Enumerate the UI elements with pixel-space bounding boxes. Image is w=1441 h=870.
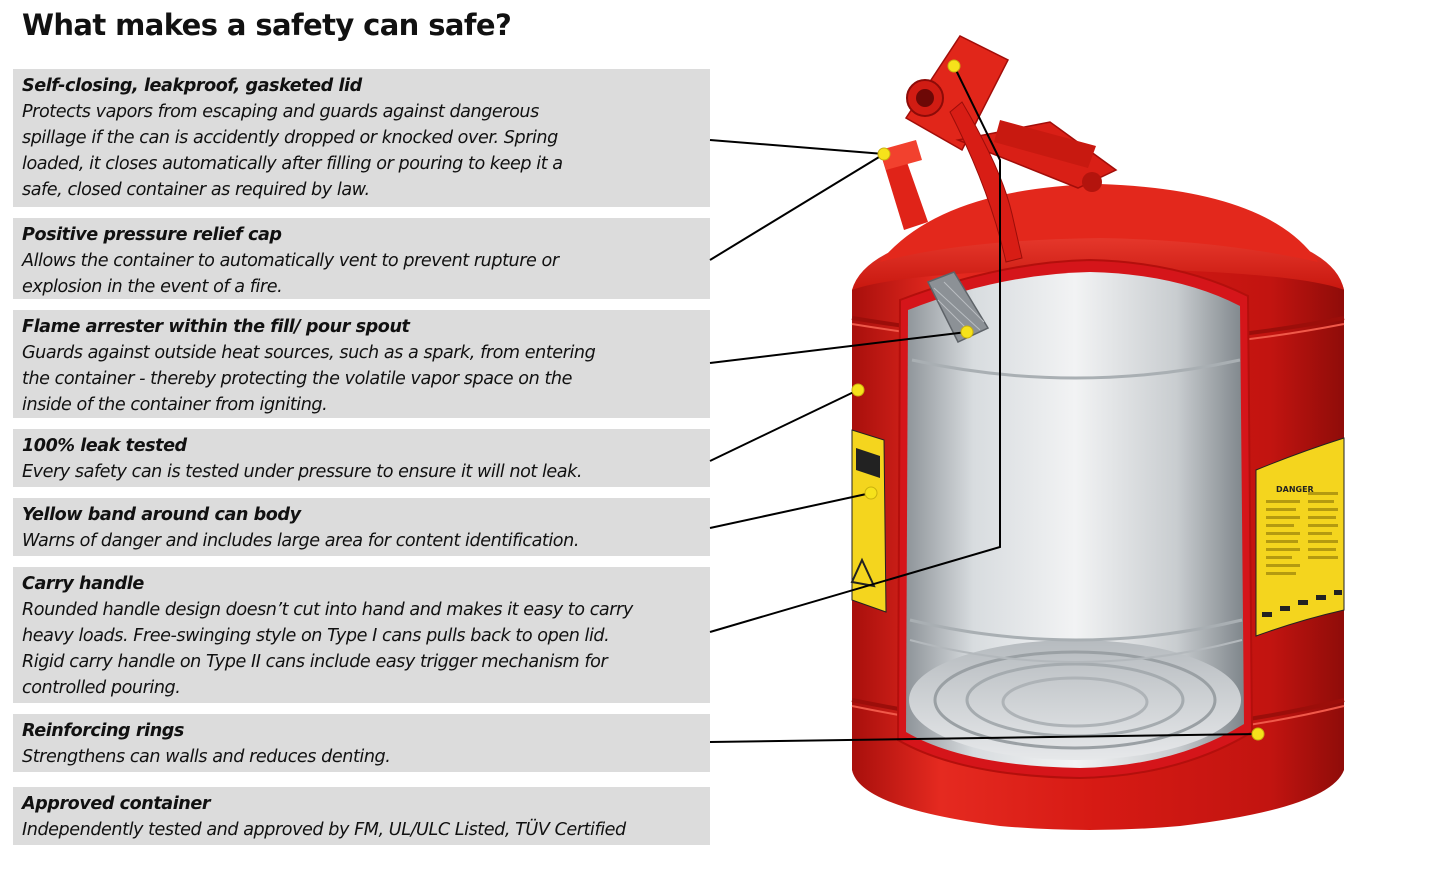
callout-dot-leak-tested xyxy=(851,383,865,397)
feature-yellow-band: Yellow band around can body Warns of dan… xyxy=(13,498,710,556)
leader-line-lid xyxy=(709,139,885,155)
feature-description: Every safety can is tested under pressur… xyxy=(22,462,583,482)
leader-line-leak-tested xyxy=(709,389,859,462)
feature-heading: Carry handle xyxy=(22,574,144,594)
leader-line-carry-handle xyxy=(709,65,1001,633)
callout-dot-lid xyxy=(877,147,891,161)
feature-heading: Reinforcing rings xyxy=(22,721,184,741)
warning-band: DANGER xyxy=(850,429,1345,637)
feature-leak-tested: 100% leak tested Every safety can is tes… xyxy=(13,429,710,487)
feature-description: Protects vapors from escaping and guards… xyxy=(22,102,563,200)
page-title: What makes a safety can safe? xyxy=(22,8,512,42)
feature-heading: 100% leak tested xyxy=(22,436,187,456)
feature-heading: Flame arrester within the fill/ pour spo… xyxy=(22,317,410,337)
feature-description: Independently tested and approved by FM,… xyxy=(22,820,626,840)
feature-approved: Approved container Independently tested … xyxy=(13,787,710,845)
leader-line-reinforcing-rings xyxy=(709,733,1259,743)
feature-heading: Positive pressure relief cap xyxy=(22,225,282,245)
feature-heading: Yellow band around can body xyxy=(22,505,301,525)
callout-dot-flame-arrester xyxy=(960,325,974,339)
spout-and-lid xyxy=(880,35,1118,263)
leader-lines xyxy=(709,65,1259,743)
feature-description: Guards against outside heat sources, suc… xyxy=(22,343,596,415)
feature-relief-cap: Positive pressure relief cap Allows the … xyxy=(13,218,710,299)
feature-description: Warns of danger and includes large area … xyxy=(22,531,579,551)
leader-line-yellow-band xyxy=(709,492,872,529)
feature-description: Allows the container to automatically ve… xyxy=(22,251,559,297)
callout-dot-handle xyxy=(947,59,961,73)
warning-label-text: DANGER xyxy=(1276,485,1314,494)
leader-line-flame-arrester xyxy=(709,331,968,364)
feature-lid: Self-closing, leakproof, gasketed lid Pr… xyxy=(13,69,710,207)
callout-dot-reinforcing-rings xyxy=(1251,727,1265,741)
feature-flame-arrester: Flame arrester within the fill/ pour spo… xyxy=(13,310,710,418)
feature-carry-handle: Carry handle Rounded handle design doesn… xyxy=(13,567,710,703)
feature-heading: Approved container xyxy=(22,794,211,814)
callout-dots xyxy=(851,59,1265,741)
feature-description: Rounded handle design doesn’t cut into h… xyxy=(22,600,633,698)
feature-heading: Self-closing, leakproof, gasketed lid xyxy=(22,76,362,96)
callout-dot-yellow-band xyxy=(864,486,878,500)
feature-description: Strengthens can walls and reduces dentin… xyxy=(22,747,391,767)
feature-reinforcing-rings: Reinforcing rings Strengthens can walls … xyxy=(13,714,710,772)
cutaway-interior xyxy=(896,258,1254,780)
leader-line-relief-cap xyxy=(709,153,885,261)
